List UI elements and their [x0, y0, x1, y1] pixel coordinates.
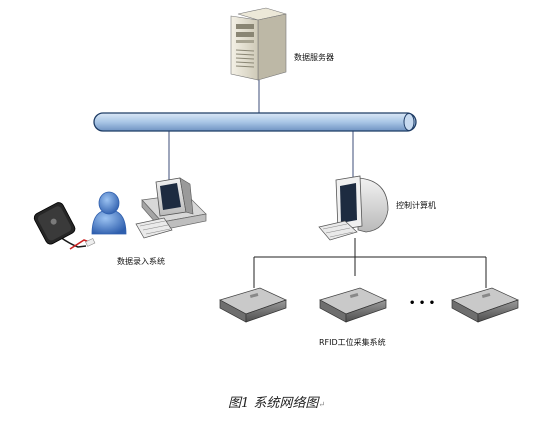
server-label: 数据服务器 [294, 53, 334, 62]
figure-caption: 图1 系统网络图↵ [228, 392, 325, 411]
return-mark-icon: ↵ [318, 400, 326, 409]
rfid-reader-device-icon [451, 287, 519, 323]
rfid-system-label: RFID工位采集系统 [319, 338, 386, 347]
network-bus [93, 112, 417, 132]
workstation-computer-icon [318, 175, 389, 241]
rfid-reader-handheld-icon [33, 202, 96, 250]
desktop-computer-icon [135, 177, 207, 239]
entry-system-label: 数据录入系统 [117, 257, 165, 266]
rfid-reader-device-icon [319, 287, 387, 323]
user-icon [91, 191, 127, 235]
reader-ellipsis: • • • [409, 298, 435, 309]
control-computer-label: 控制计算机 [396, 201, 436, 210]
server-tower-icon [230, 7, 287, 81]
rfid-reader-device-icon [219, 287, 287, 323]
caption-text: 图1 系统网络图 [228, 396, 319, 411]
